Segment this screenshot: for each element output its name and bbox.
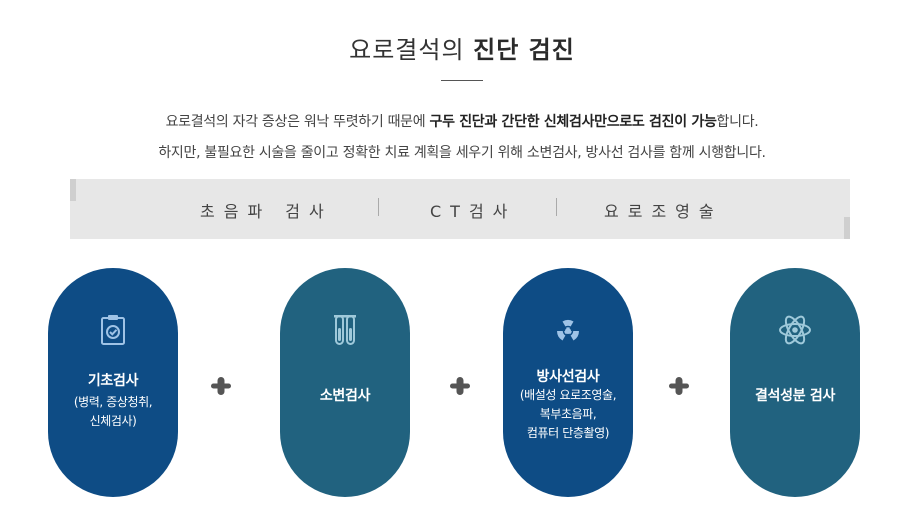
step-subtitle: (병력, 증상청취, 신체검사) bbox=[48, 393, 178, 431]
band-item-urography: 요로조영술 bbox=[604, 202, 723, 221]
step-radiology: 방사선검사 (배설성 요로조영술, 복부초음파, 컴퓨터 단층촬영) bbox=[503, 268, 633, 497]
page-title-bold: 진단 검진 bbox=[473, 36, 575, 64]
step-title: 기초검사 bbox=[87, 373, 139, 389]
page-title: 요로결석의 진단 검진 bbox=[0, 30, 924, 65]
title-divider bbox=[441, 80, 483, 81]
step-subtitle-line: 복부초음파, bbox=[539, 407, 597, 421]
step-basic-exam: 기초검사 (병력, 증상청취, 신체검사) bbox=[48, 268, 178, 497]
step-subtitle-line: 신체검사) bbox=[89, 414, 137, 428]
page-title-plain: 요로결석의 bbox=[349, 36, 474, 64]
description-line-1: 요로결석의 자각 증상은 워낙 뚜렷하기 때문에 구두 진단과 간단한 신체검사… bbox=[0, 111, 924, 131]
test-tubes-icon bbox=[334, 315, 356, 345]
band-separator bbox=[378, 198, 379, 216]
description-line-1-lead: 요로결석의 자각 증상은 워낙 뚜렷하기 때문에 bbox=[165, 114, 430, 130]
step-subtitle-line: (배설성 요로조영술, bbox=[519, 388, 617, 402]
step-title: 방사선검사 bbox=[536, 369, 600, 385]
plus-icon bbox=[669, 377, 689, 395]
band-separator bbox=[556, 198, 557, 216]
step-urinalysis: 소변검사 bbox=[280, 268, 410, 497]
step-stone-analysis: 결석성분 검사 bbox=[730, 268, 860, 497]
step-subtitle-line: 컴퓨터 단층촬영) bbox=[526, 426, 610, 440]
atom-icon bbox=[779, 315, 811, 345]
step-title: 결석성분 검사 bbox=[754, 388, 836, 404]
plus-icon bbox=[211, 377, 231, 395]
description-line-1-emphasis: 구두 진단과 간단한 신체검사만으로도 검진이 가능 bbox=[429, 114, 717, 130]
band-edge-left bbox=[70, 179, 76, 201]
description-line-1-tail: 합니다. bbox=[716, 114, 759, 130]
imaging-tests-band bbox=[70, 179, 850, 239]
step-subtitle: (배설성 요로조영술, 복부초음파, 컴퓨터 단층촬영) bbox=[503, 386, 633, 443]
step-subtitle-line: (병력, 증상청취, bbox=[73, 395, 153, 409]
band-edge-right bbox=[844, 217, 850, 239]
radiation-icon bbox=[557, 320, 579, 341]
clipboard-check-icon bbox=[101, 315, 125, 345]
step-title: 소변검사 bbox=[319, 388, 371, 404]
description-line-2: 하지만, 불필요한 시술을 줄이고 정확한 치료 계획을 세우기 위해 소변검사… bbox=[158, 145, 766, 161]
plus-icon bbox=[450, 377, 470, 395]
band-item-ct: CT검사 bbox=[430, 202, 517, 221]
band-item-ultrasound: 초음파 검사 bbox=[200, 202, 333, 221]
